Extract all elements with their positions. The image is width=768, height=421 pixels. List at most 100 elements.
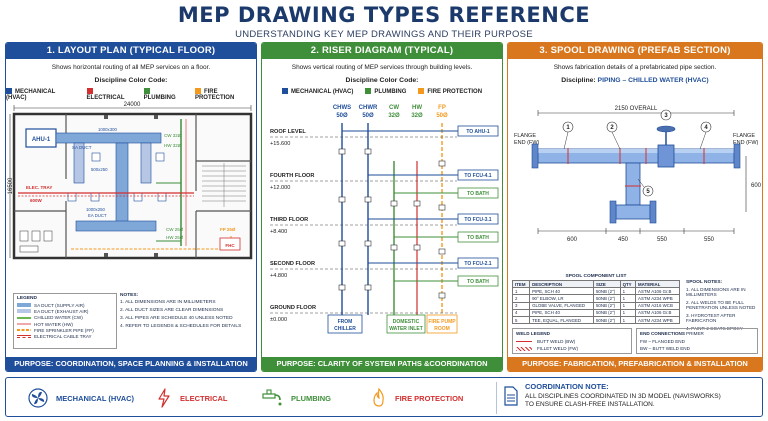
sa-duct-size-1: 1000x300 — [98, 127, 117, 132]
target-bath-2: TO BATH — [467, 279, 489, 285]
fan-icon — [28, 388, 48, 408]
target-ahu: TO AHU-1 — [466, 129, 490, 135]
floor-plan-drawing: 24000 16500 AHU-1 — [8, 102, 253, 260]
target-bath-3: TO BATH — [467, 235, 489, 241]
ahu-label: AHU-1 — [32, 137, 51, 143]
flange-right-label-1: FLANGE — [733, 133, 755, 139]
layout-notes: NOTES: 1. ALL DIMENSIONS ARE IN MILLIMET… — [120, 293, 242, 329]
color-code-electrical: ELECTRICAL — [86, 88, 132, 101]
document-icon — [504, 386, 518, 406]
spool-drawing-panel: 3. SPOOL DRAWING (PREFAB SECTION) Shows … — [507, 42, 763, 372]
footer-fire: FIRE PROTECTION — [371, 388, 463, 408]
callout-5: 5 — [646, 189, 650, 195]
spool-component-table: SPOOL COMPONENT LIST ITEM DESCRIPTION SI… — [511, 274, 680, 325]
fp-label: FP 25Ø — [220, 227, 236, 232]
level-second: SECOND FLOOR — [270, 261, 315, 267]
pipe-chws-name: CHWS — [333, 105, 351, 111]
riser-color-code-title: Discipline Color Code: — [345, 77, 419, 84]
legend-cable-tray: ELECTRICAL CABLE TRAY — [17, 333, 113, 339]
flame-icon — [373, 388, 384, 407]
target-fcu-3: TO FCU-3.1 — [464, 217, 491, 223]
level-ground-elev: ±0.000 — [270, 317, 287, 323]
pipe-cw-size: 32Ø — [388, 113, 400, 119]
coordination-note: COORDINATION NOTE: ALL DISCIPLINES COORD… — [496, 382, 758, 414]
legend-sa-duct: SA DUCT (SUPPLY AIR) — [17, 302, 113, 308]
layout-plan-description: Shows horizontal routing of all MEP serv… — [51, 64, 211, 71]
elec-tray-size: 600W — [30, 198, 43, 203]
lightning-icon — [158, 388, 170, 408]
target-fcu-4: TO FCU-4.1 — [464, 173, 491, 179]
spool-overall-dimension: 2150 OVERALL — [615, 106, 658, 112]
dim-450: 450 — [618, 237, 629, 243]
spool-purpose: PURPOSE: FABRICATION, PREFABRICATION & I… — [508, 357, 762, 371]
callout-1: 1 — [566, 125, 570, 131]
source-water-1: DOMESTIC — [393, 319, 420, 325]
spool-heading: 3. SPOOL DRAWING (PREFAB SECTION) — [508, 43, 762, 59]
fhc-label: FHC — [225, 243, 235, 248]
callout-4: 4 — [704, 125, 708, 131]
layout-plan-heading: 1. LAYOUT PLAN (TYPICAL FLOOR) — [6, 43, 256, 59]
flange-left-label-2: END (FW) — [514, 140, 540, 146]
riser-heading: 2. RISER DIAGRAM (TYPICAL) — [262, 43, 502, 59]
riser-code-mechanical: MECHANICAL (HVAC) — [281, 88, 353, 95]
layout-color-code-title: Discipline Color Code: — [94, 77, 168, 84]
hw-25-label: HW 25Ø — [166, 235, 184, 240]
sa-duct-label: SA DUCT — [72, 145, 92, 150]
spool-rise-dimension: 600 — [751, 183, 762, 189]
layout-plan-purpose: PURPOSE: COORDINATION, SPACE PLANNING & … — [6, 357, 256, 371]
weld-fillet: FILLET WELD (FW) — [516, 346, 628, 351]
level-roof-elev: +15.600 — [270, 141, 290, 147]
pipe-hw-name: HW — [412, 105, 422, 111]
level-ground: GROUND FLOOR — [270, 305, 316, 311]
pipe-chwr-name: CHWR — [359, 105, 378, 111]
callout-3: 3 — [664, 113, 668, 119]
end-connections: END CONNECTIONS FW – FLANGED END BW – BU… — [636, 328, 758, 354]
color-code-plumbing: PLUMBING — [143, 88, 183, 101]
weld-butt: BUTT WELD (BW) — [516, 339, 628, 344]
page-title: MEP DRAWING TYPES REFERENCE — [177, 3, 591, 27]
sa-duct-size-3: 1000x250 — [86, 207, 105, 212]
color-code-fire: FIRE PROTECTION — [194, 88, 235, 101]
riser-code-plumbing: PLUMBING — [365, 88, 406, 95]
pipe-chws-size: 50Ø — [336, 113, 348, 119]
dim-600: 600 — [567, 237, 578, 243]
faucet-icon — [262, 389, 282, 406]
sa-duct-size-2: 500x250 — [91, 167, 108, 172]
legend-fire-pipe: FIRE SPRINKLER PIPE (FP) — [17, 327, 113, 333]
target-bath-4: TO BATH — [467, 191, 489, 197]
legend-hot-water: HOT WATER (HW) — [17, 321, 113, 327]
layout-plan-panel: 1. LAYOUT PLAN (TYPICAL FLOOR) Shows hor… — [5, 42, 257, 372]
source-water-2: WATER INLET — [389, 326, 423, 332]
riser-drawing: CHWS 50Ø CHWR 50Ø CW 32Ø HW 32Ø FP 50Ø R… — [270, 105, 499, 334]
pipe-chwr-size: 50Ø — [362, 113, 374, 119]
hw-32-label: HW 32Ø — [164, 143, 182, 148]
source-chiller-2: CHILLER — [334, 326, 356, 332]
level-second-elev: +4.800 — [270, 273, 287, 279]
plan-width-dimension: 24000 — [124, 102, 141, 108]
source-fire-1: FIRE PUMP — [428, 319, 456, 325]
color-code-mechanical: MECHANICAL (HVAC) — [6, 88, 56, 101]
cw-25-label: CW 25Ø — [166, 227, 184, 232]
pipe-fp-size: 50Ø — [436, 113, 448, 119]
source-fire-2: ROOM — [434, 326, 450, 332]
layout-legend: LEGEND SA DUCT (SUPPLY AIR) EA DUCT (EXH… — [13, 293, 117, 349]
layout-color-code: MECHANICAL (HVAC) ELECTRICAL PLUMBING FI… — [6, 88, 256, 101]
footer-plumbing: PLUMBING — [261, 388, 331, 408]
level-fourth: FOURTH FLOOR — [270, 173, 314, 179]
cw-32-label: CW 32Ø — [164, 133, 182, 138]
callout-2: 2 — [610, 125, 614, 131]
level-fourth-elev: +12.000 — [270, 185, 290, 191]
flange-left-label-1: FLANGE — [514, 133, 536, 139]
legend-ea-duct: EA DUCT (EXHAUST AIR) — [17, 308, 113, 314]
footer-electrical: ELECTRICAL — [156, 388, 228, 408]
source-chiller-1: FROM — [338, 319, 353, 325]
riser-color-code: MECHANICAL (HVAC) PLUMBING FIRE PROTECTI… — [262, 88, 502, 95]
pipe-hw-size: 32Ø — [411, 113, 423, 119]
spool-discipline: Discipline: PIPING – CHILLED WATER (HVAC… — [561, 77, 709, 84]
riser-description: Shows vertical routing of MEP services t… — [291, 64, 473, 71]
